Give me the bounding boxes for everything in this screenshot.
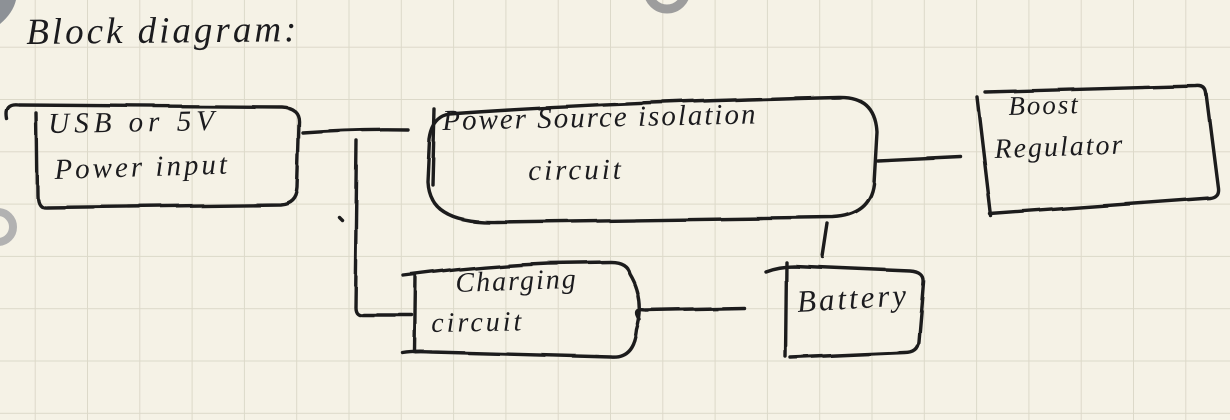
battery-box-left-stroke [783,260,788,358]
battery-box-outline [763,264,925,359]
wire-usb-to-isolation [301,128,410,135]
wire-isolation-to-boost [876,155,963,163]
wire-battery-to-charging [635,307,747,322]
battery-label: Battery [795,277,911,319]
ink-strokes [4,84,1220,359]
boost-regulator-box-left-stroke [975,95,993,218]
boost-regulator-label-line1: Boost [1007,89,1081,121]
wire-isolation-to-battery [821,222,830,259]
boost-regulator-box-outline [983,84,1220,216]
left-ring-artifact [0,208,17,246]
stray-pen-dot [337,215,344,222]
usb-power-input-label-line1: USB or 5V [47,105,220,140]
usb-power-input-box-outline [4,103,301,209]
diagram-title: Block diagram: [25,9,300,53]
charging-circuit-label-line1: Charging [454,263,579,299]
charging-circuit-box-outline [401,260,642,359]
wire-branch-to-charging [353,139,414,317]
edge-artifacts [0,0,689,246]
corner-wedge-artifact [0,0,16,24]
power-isolation-box-left-stroke [430,107,436,186]
charging-circuit-label-line2: circuit [430,306,525,339]
power-isolation-label-line2: circuit [527,153,625,187]
charging-circuit-box-left-stroke [413,274,418,353]
boost-regulator-label-line2: Regulator [993,129,1125,165]
top-ring-artifact [645,0,689,14]
usb-power-input-label-line2: Power input [53,148,231,186]
power-isolation-box-outline [425,95,879,224]
power-isolation-label-line1: Power Source isolation [441,98,758,137]
